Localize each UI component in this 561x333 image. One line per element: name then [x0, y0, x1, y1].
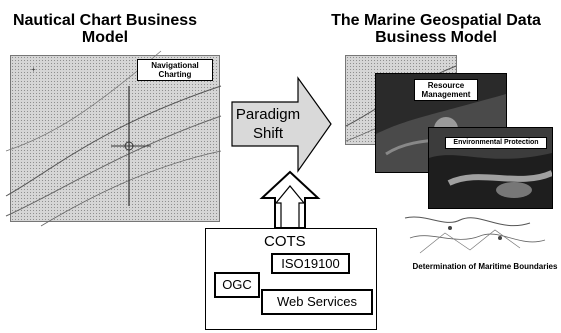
resource-line-2: Management: [421, 90, 471, 99]
nav-label-line-1: Navigational: [151, 61, 199, 70]
nautical-chart-image: + Navigational Charting: [5, 50, 222, 227]
nautical-chart-lines: +: [5, 50, 222, 227]
maritime-boundaries-map: [400, 208, 550, 258]
svg-text:+: +: [31, 65, 36, 74]
environmental-protection-label: Environmental Protection: [445, 137, 547, 149]
left-title-line-1: Nautical Chart Business: [12, 12, 198, 29]
right-title-line-1: The Marine Geospatial Data: [331, 12, 541, 29]
nav-label-line-2: Charting: [158, 70, 192, 79]
left-title-line-2: Model: [81, 29, 129, 46]
right-model-title: The Marine Geospatial Data Business Mode…: [318, 12, 554, 46]
navigational-charting-label: Navigational Charting: [137, 59, 213, 81]
iso19100-label: ISO19100: [271, 253, 350, 274]
resource-line-1: Resource: [427, 81, 465, 90]
cots-box: COTS ISO19100 OGC Web Services: [205, 228, 377, 330]
resource-management-label: Resource Management: [414, 79, 478, 101]
ogc-label: OGC: [214, 272, 260, 298]
paradigm-line: Paradigm: [235, 106, 301, 123]
environmental-protection-card: Environmental Protection: [428, 127, 553, 209]
boundaries-map-lines: [404, 216, 546, 254]
cots-title: COTS: [264, 233, 306, 250]
web-services-label: Web Services: [261, 289, 373, 315]
left-model-title: Nautical Chart Business Model: [10, 12, 200, 46]
environment-card-texture: [429, 153, 552, 208]
paradigm-shift-label: Paradigm Shift: [232, 105, 304, 143]
shift-line: Shift: [252, 125, 283, 142]
maritime-boundaries-caption: Determination of Maritime Boundaries: [412, 262, 558, 271]
right-title-line-2: Business Model: [375, 29, 497, 46]
